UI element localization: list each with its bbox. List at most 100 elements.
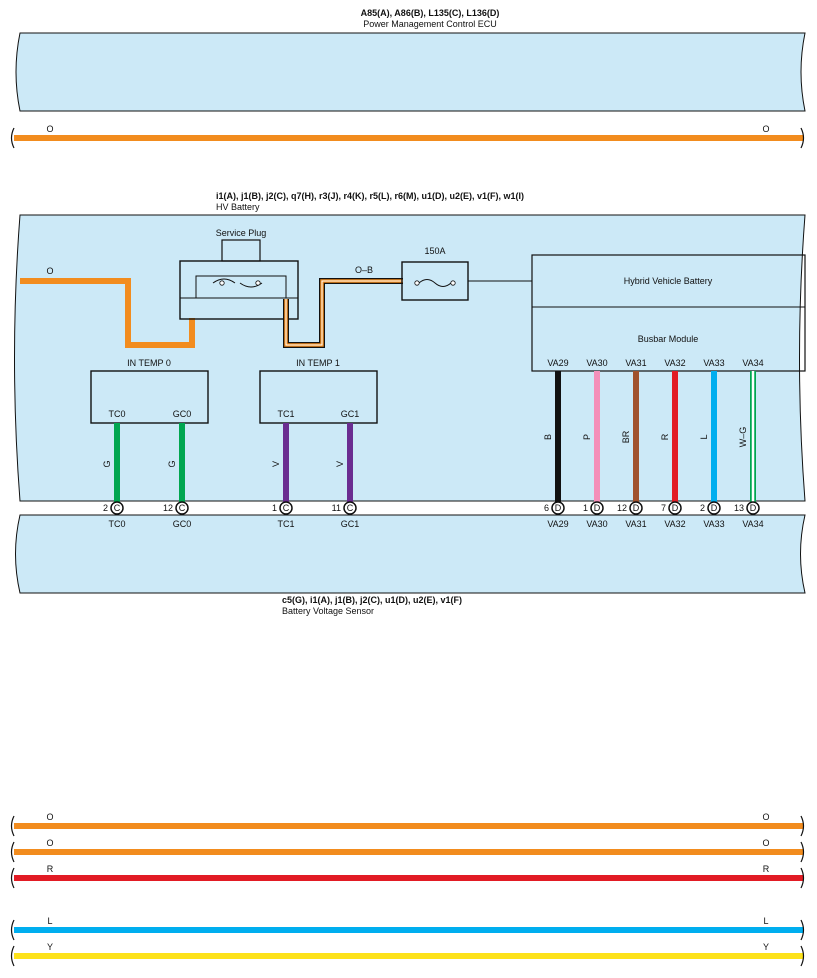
terminal-va33-conn: D xyxy=(711,503,718,513)
in-temp-1-label: IN TEMP 1 xyxy=(296,358,340,368)
terminal-va31: D 12 VA31 xyxy=(617,501,647,529)
sensor-connectors-label: c5(G), i1(A), j1(B), j2(C), u1(D), u2(E)… xyxy=(282,595,462,605)
service-plug-to-fuse-wire xyxy=(283,278,403,348)
temp1-pin-gc1: GC1 xyxy=(341,409,360,419)
busbar-pin-va31: VA31 xyxy=(625,358,646,368)
terminal-va34-label: VA34 xyxy=(742,519,763,529)
fuse-label: 150A xyxy=(424,246,445,256)
terminal-va34-conn: D xyxy=(750,503,757,513)
terminal-va31-label: VA31 xyxy=(625,519,646,529)
terminal-va33-label: VA33 xyxy=(703,519,724,529)
terminal-tc0-conn: C xyxy=(114,503,121,513)
busbar-pin-va33: VA33 xyxy=(703,358,724,368)
bottom-wire-1-left: O xyxy=(46,812,53,822)
in-temp-0-label: IN TEMP 0 xyxy=(127,358,171,368)
hybrid-battery-label: Hybrid Vehicle Battery xyxy=(624,276,713,286)
battery-voltage-sensor-box xyxy=(15,514,806,594)
terminal-va34: D 13 VA34 xyxy=(734,501,764,529)
terminal-tc1-conn: C xyxy=(283,503,290,513)
terminal-va32-conn: D xyxy=(672,503,679,513)
terminal-gc1: C 11 GC1 xyxy=(332,501,360,529)
ecu-wire-color-right: O xyxy=(762,124,769,134)
hybrid-vehicle-battery-block xyxy=(531,254,806,372)
in-temp-1-box xyxy=(259,370,378,424)
bottom-wire-5-right: Y xyxy=(763,942,769,952)
terminal-tc1-label: TC1 xyxy=(277,519,294,529)
busbar-pin-va32: VA32 xyxy=(664,358,685,368)
terminal-tc1: C 1 TC1 xyxy=(272,501,295,529)
terminal-gc1-label: GC1 xyxy=(341,519,360,529)
bottom-wire-4-right: L xyxy=(763,916,768,926)
link-wire-color: O–B xyxy=(355,265,373,275)
bottom-wire-5 xyxy=(10,945,805,967)
hv-input-orange-wire xyxy=(20,278,195,348)
fuse-icon xyxy=(418,279,452,287)
terminal-va31-conn: D xyxy=(633,503,640,513)
terminal-va32: D 7 VA32 xyxy=(661,501,686,529)
wire-tc0-color: G xyxy=(102,460,112,467)
terminal-va33: D 2 VA33 xyxy=(700,501,725,529)
terminal-va29-label: VA29 xyxy=(547,519,568,529)
service-plug xyxy=(179,239,299,320)
terminal-gc0-label: GC0 xyxy=(173,519,192,529)
terminal-gc0: C 12 GC0 xyxy=(163,501,192,529)
terminal-tc0: C 2 TC0 xyxy=(103,501,126,529)
bottom-wire-2 xyxy=(10,841,805,863)
hv-battery-connectors-label: i1(A), j1(B), j2(C), q7(H), r3(J), r4(K)… xyxy=(216,191,524,201)
ecu-orange-wire xyxy=(10,127,805,149)
terminal-va29-conn: D xyxy=(555,503,562,513)
terminal-gc1-conn: C xyxy=(347,503,354,513)
wire-va34-color: W–G xyxy=(738,427,748,448)
terminal-va33-num: 2 xyxy=(700,503,705,513)
hv-input-wire-color: O xyxy=(46,266,53,276)
wire-tc1-color: V xyxy=(271,461,281,467)
terminal-gc1-num: 11 xyxy=(332,503,341,513)
ecu-wire-color-left: O xyxy=(46,124,53,134)
terminal-va30-conn: D xyxy=(594,503,601,513)
bottom-wire-3-left: R xyxy=(47,864,54,874)
terminal-va29: D 6 VA29 xyxy=(544,501,569,529)
wire-va30-color: P xyxy=(582,434,592,440)
ecu-component-box xyxy=(15,32,806,112)
busbar-pin-va34: VA34 xyxy=(742,358,763,368)
in-temp-0-box xyxy=(90,370,209,424)
terminal-gc0-conn: C xyxy=(179,503,186,513)
bottom-wire-4 xyxy=(10,919,805,941)
busbar-pin-va29: VA29 xyxy=(547,358,568,368)
hv-battery-name-label: HV Battery xyxy=(216,202,260,212)
terminal-va32-num: 7 xyxy=(661,503,666,513)
wire-gc1-color: V xyxy=(335,461,345,467)
temp1-pin-tc1: TC1 xyxy=(277,409,294,419)
wire-va33-color: L xyxy=(699,434,709,439)
hv-battery-box xyxy=(14,214,806,502)
temp0-pin-gc0: GC0 xyxy=(173,409,192,419)
wire-va31-color: BR xyxy=(621,430,631,443)
terminal-va29-num: 6 xyxy=(544,503,549,513)
temp0-pin-tc0: TC0 xyxy=(108,409,125,419)
fuse-150a xyxy=(401,261,532,301)
bottom-wire-3 xyxy=(10,867,805,889)
service-plug-label: Service Plug xyxy=(216,228,267,238)
bottom-wire-4-left: L xyxy=(47,916,52,926)
terminal-tc0-label: TC0 xyxy=(108,519,125,529)
terminal-va31-num: 12 xyxy=(617,503,627,513)
bottom-wire-2-left: O xyxy=(46,838,53,848)
terminal-va30-num: 1 xyxy=(583,503,588,513)
wire-va29-color: B xyxy=(543,434,553,440)
terminal-gc0-num: 12 xyxy=(163,503,173,513)
busbar-pin-va30: VA30 xyxy=(586,358,607,368)
bottom-wire-5-left: Y xyxy=(47,942,53,952)
bottom-wire-1 xyxy=(10,815,805,837)
terminal-va34-num: 13 xyxy=(734,503,744,513)
ecu-connectors-label: A85(A), A86(B), L135(C), L136(D) xyxy=(361,8,500,18)
terminal-va30: D 1 VA30 xyxy=(583,501,608,529)
terminal-tc1-num: 1 xyxy=(272,503,277,513)
sensor-name-label: Battery Voltage Sensor xyxy=(282,606,374,616)
busbar-module-label: Busbar Module xyxy=(638,334,699,344)
wire-gc0-color: G xyxy=(167,460,177,467)
terminal-tc0-num: 2 xyxy=(103,503,108,513)
bottom-wire-3-right: R xyxy=(763,864,770,874)
ecu-name-label: Power Management Control ECU xyxy=(363,19,497,29)
wire-va32-color: R xyxy=(660,433,670,440)
